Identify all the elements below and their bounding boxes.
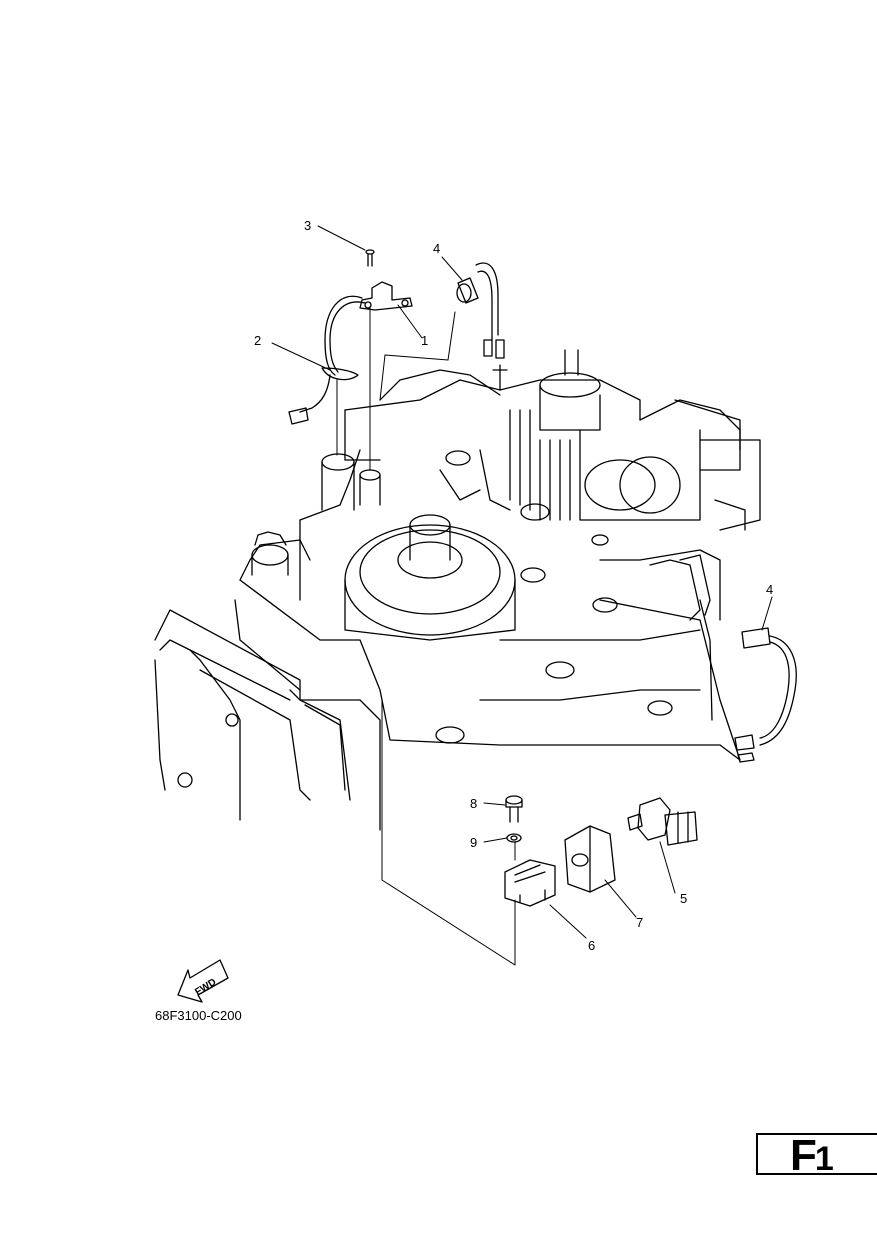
manifold-fins [439, 409, 571, 521]
sensor-part-4-right [734, 627, 797, 763]
wire-harness-part-2 [288, 295, 366, 425]
throttle-linkage [649, 554, 713, 721]
callout-6: 6 [588, 938, 595, 953]
page-id-box [756, 1133, 877, 1175]
callout-3: 3 [304, 218, 311, 233]
callout-7: 7 [636, 915, 643, 930]
callout-4-right: 4 [766, 582, 773, 597]
block-bosses [321, 364, 673, 744]
engine-top-block [234, 369, 761, 761]
bolt-part-8 [505, 795, 523, 823]
washer-part-9 [506, 833, 522, 843]
flywheel [344, 514, 516, 641]
sensor-part-4-upper [456, 262, 505, 359]
leader-lines [271, 225, 773, 966]
callout-5: 5 [680, 891, 687, 906]
page-id-number: 1 [814, 1140, 834, 1178]
spline-shaft [251, 531, 289, 576]
diagram-code: 68F3100-C200 [155, 1008, 242, 1023]
callout-1: 1 [421, 333, 428, 348]
page-id: F1 [790, 1131, 834, 1181]
callout-4-upper: 4 [433, 241, 440, 256]
screw-part-3 [365, 249, 375, 267]
callout-2: 2 [254, 333, 261, 348]
pressure-sensor-part-5 [627, 797, 698, 846]
page-id-letter: F [790, 1131, 817, 1180]
engine-cowling-plate [154, 609, 381, 831]
throttle-body [539, 349, 746, 531]
rubber-mount-part-7 [564, 825, 616, 893]
fwd-label: FWD [193, 977, 218, 998]
callout-8: 8 [470, 796, 477, 811]
bracket-part-6 [504, 859, 556, 907]
callout-9: 9 [470, 835, 477, 850]
fwd-arrow-icon [177, 959, 229, 1003]
sensor-bracket-part-1 [359, 281, 413, 311]
callout-labels: 1 2 3 4 4 5 6 7 8 9 FWD [193, 218, 773, 998]
